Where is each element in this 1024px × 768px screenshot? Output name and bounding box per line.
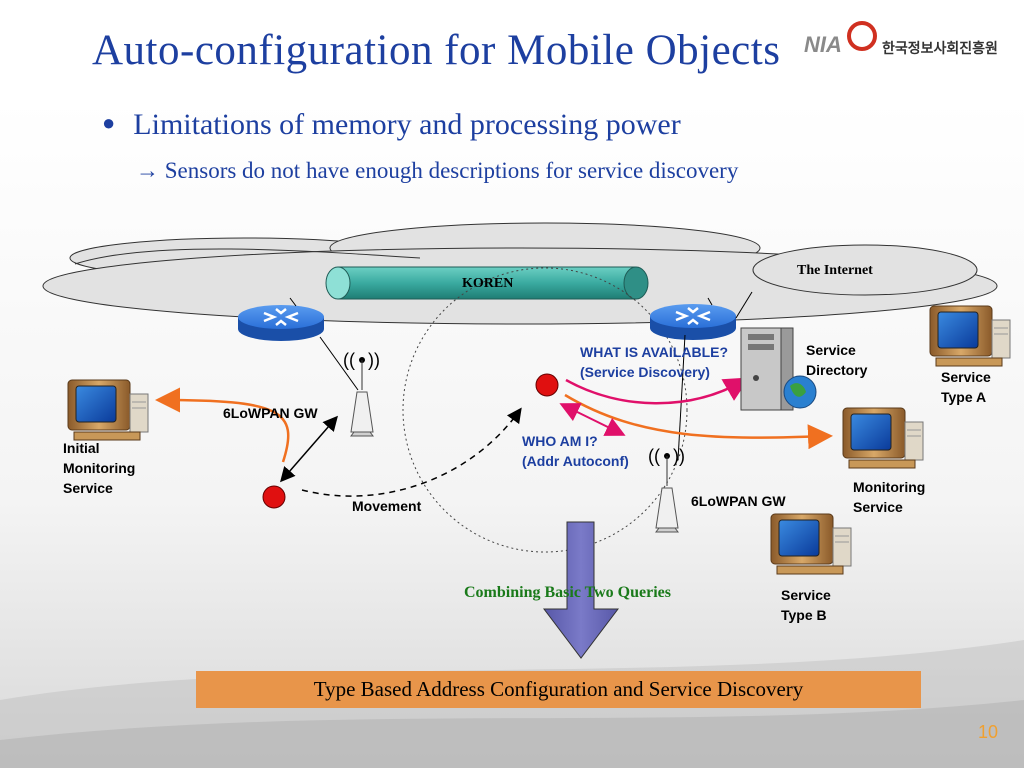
service-type-b-line-2: Type B (781, 607, 827, 623)
service-type-b-line-1: Service (781, 587, 831, 603)
service-directory-line-1: Service (806, 342, 856, 358)
internet-label: The Internet (797, 263, 873, 278)
bullet-dot: ● (102, 110, 116, 135)
bullet-item: ● Limitations of memory and processing po… (102, 108, 681, 142)
combining-queries-label: Combining Basic Two Queries (464, 584, 671, 601)
service-directory-label: Service Directory (806, 340, 867, 380)
initial-monitoring-label: Initial Monitoring Service (63, 438, 135, 498)
sub-bullet-text: Sensors do not have enough descriptions … (164, 158, 739, 183)
svg-text:((: (( (343, 350, 355, 370)
svg-text:((: (( (648, 446, 660, 466)
svg-text:)): )) (673, 446, 685, 466)
arrow-glyph: → (136, 158, 159, 183)
page-title: Auto-configuration for Mobile Objects (92, 27, 781, 74)
result-text: Type Based Address Configuration and Ser… (313, 677, 804, 701)
logo-abbrev: NIA (804, 32, 842, 57)
what-available-line-2: (Service Discovery) (580, 364, 710, 380)
sensor-node-moved (535, 373, 559, 397)
page-number: 10 (978, 722, 999, 742)
service-type-a-line-2: Type A (941, 389, 987, 405)
initial-line-1: Initial (63, 440, 100, 456)
service-type-a-line-1: Service (941, 369, 991, 385)
service-type-a-label: Service Type A (941, 367, 991, 407)
initial-line-3: Service (63, 480, 113, 496)
movement-label: Movement (352, 498, 422, 514)
logo-korean-text: 한국정보사회진흥원 (882, 40, 998, 56)
pc-initial-monitoring (67, 379, 149, 441)
bullet-text: Limitations of memory and processing pow… (133, 108, 681, 141)
service-directory-line-2: Directory (806, 362, 868, 378)
who-am-i-line-2: (Addr Autoconf) (522, 453, 629, 469)
initial-line-2: Monitoring (63, 460, 136, 476)
service-type-b-label: Service Type B (781, 585, 831, 625)
router-left (236, 303, 326, 343)
sensor-node-start (262, 485, 286, 509)
pc-service-type-b (770, 513, 852, 575)
gateway-left-antenna (350, 391, 374, 437)
nia-logo: NIA (804, 21, 877, 57)
monitoring-service-line-2: Service (853, 499, 903, 515)
result-box (196, 671, 921, 708)
gateway-right-label: 6LoWPAN GW (691, 493, 786, 509)
svg-text:)): )) (368, 350, 380, 370)
sub-bullet: → Sensors do not have enough description… (136, 158, 738, 184)
combine-down-arrow (542, 521, 620, 659)
who-am-i-line-1: WHO AM I? (522, 433, 598, 449)
pc-service-type-a (929, 305, 1011, 367)
monitoring-service-line-1: Monitoring (853, 479, 926, 495)
pc-monitoring-service (842, 407, 924, 469)
server-icon (740, 327, 817, 411)
koren-label: KOREN (462, 276, 514, 291)
router-right (648, 302, 738, 342)
what-available-line-1: WHAT IS AVAILABLE? (580, 344, 729, 360)
gateway-left-label: 6LoWPAN GW (223, 405, 318, 421)
what-available-label: WHAT IS AVAILABLE? (Service Discovery) (580, 342, 728, 382)
who-am-i-label: WHO AM I? (Addr Autoconf) (522, 431, 629, 471)
monitoring-service-label: Monitoring Service (853, 477, 925, 517)
